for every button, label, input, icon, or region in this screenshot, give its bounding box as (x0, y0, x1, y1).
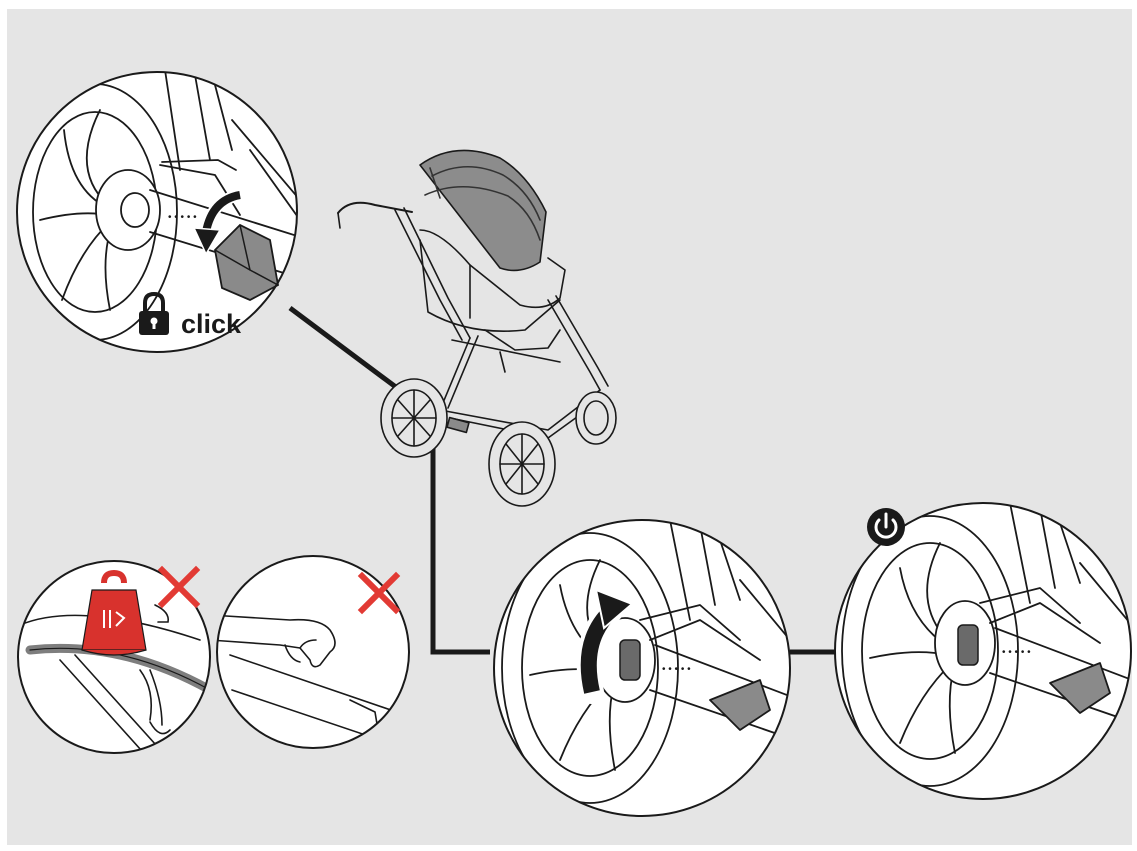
detail-circle-no-push (216, 555, 410, 749)
click-label: click (181, 309, 242, 339)
curved-arrow-icon (576, 588, 634, 704)
x-mark-icon (357, 571, 401, 615)
lock-icon (139, 291, 169, 335)
detail-circle-lock: • • • • • click (16, 71, 298, 353)
detail-circle-locked: • • • • • (834, 502, 1132, 800)
power-icon (867, 508, 905, 546)
svg-text:• • • • •: • • • • • (662, 664, 691, 675)
weight-icon (81, 569, 147, 656)
svg-text:• • • • •: • • • • • (168, 212, 197, 223)
curved-arrow-icon (192, 189, 246, 256)
svg-text:• • • • •: • • • • • (1002, 647, 1031, 658)
detail-circle-rotate: • • • • • (493, 519, 791, 817)
x-mark-icon (157, 565, 201, 609)
detail-circle-no-weight (17, 560, 211, 754)
stroller-illustration (337, 149, 617, 507)
